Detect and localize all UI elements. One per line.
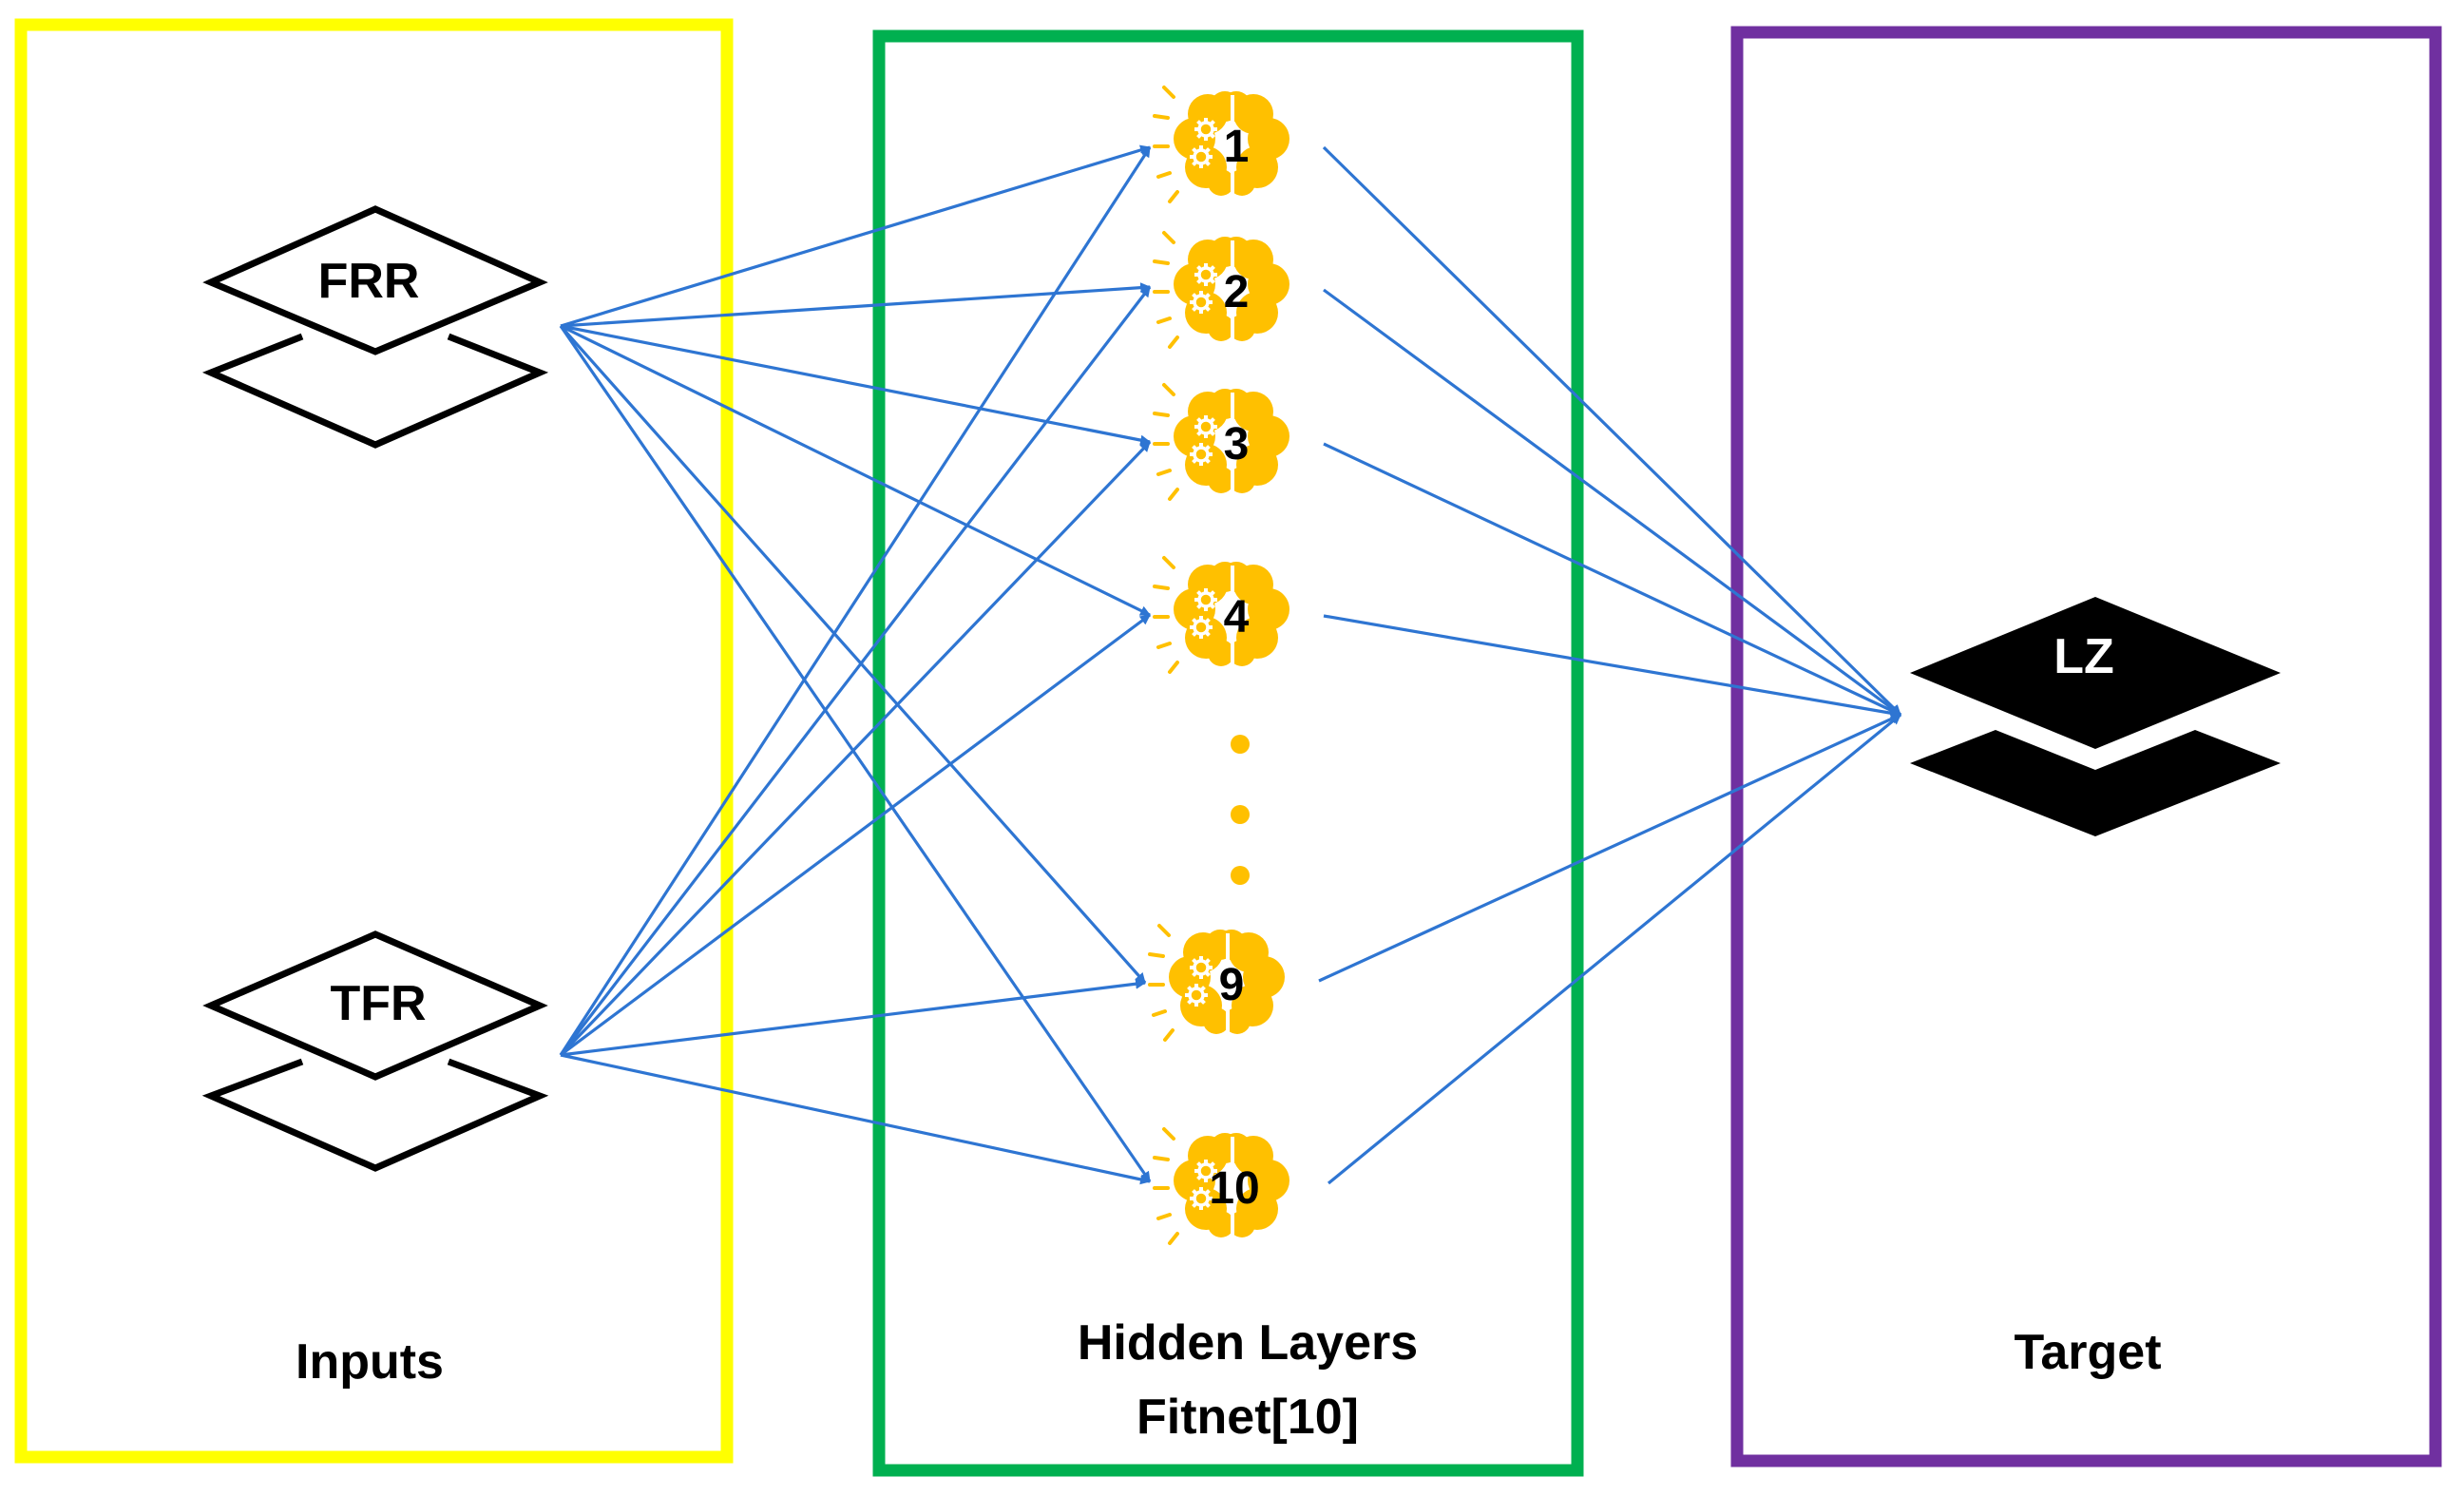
brain-gear-icon (1153, 1127, 1289, 1245)
hidden-node-1[interactable]: 1 (1153, 86, 1289, 203)
connection-n1-to-lz (1322, 145, 1902, 717)
hidden-node-2[interactable]: 2 (1153, 231, 1289, 349)
connection-frr-to-n10 (559, 325, 1152, 1182)
connection-tfr-to-n3 (559, 440, 1152, 1057)
connection-frr-to-n2 (560, 282, 1152, 328)
output-label-lz: LZ (2053, 629, 2114, 684)
hidden-node-3[interactable]: 3 (1153, 383, 1289, 501)
connection-tfr-to-n10 (560, 1053, 1152, 1185)
hidden-node-10[interactable]: 10 (1153, 1127, 1289, 1245)
connection-n9-to-lz (1318, 713, 1902, 983)
hidden-node-label: 2 (1224, 267, 1250, 317)
inputs-label: Inputs (296, 1334, 444, 1390)
connection-n2-to-lz (1323, 288, 1901, 717)
connection-tfr-to-n1 (559, 146, 1152, 1056)
hidden-node-9[interactable]: 9 (1148, 924, 1285, 1042)
brain-gear-icon (1153, 556, 1289, 674)
target-panel (1730, 26, 2442, 1467)
connection-n3-to-lz (1323, 442, 1901, 717)
brain-gear-icon (1148, 924, 1285, 1042)
input-label-tfr: TFR (330, 976, 426, 1031)
layers-filled-icon (1910, 597, 2281, 836)
layers-outline-icon (201, 930, 549, 1172)
hidden-node-label: 4 (1224, 592, 1250, 643)
connection-frr-to-n3 (560, 324, 1152, 446)
hidden-layers-sublabel: Fitnet[10] (1136, 1390, 1359, 1445)
input-label-frr: FRR (318, 254, 420, 309)
brain-gear-icon (1153, 383, 1289, 501)
hidden-node-label: 9 (1219, 960, 1245, 1010)
input-node-frr: FRR (201, 205, 549, 449)
connection-tfr-to-n2 (559, 286, 1152, 1056)
hidden-node-label: 3 (1224, 419, 1250, 470)
hidden-node-label: 1 (1224, 122, 1250, 172)
output-node-lz: LZ (1910, 597, 2281, 836)
layers-outline-icon (201, 205, 549, 449)
hidden-layers-panel (872, 29, 1584, 1477)
connection-frr-to-n9 (559, 324, 1147, 985)
hidden-node-4[interactable]: 4 (1153, 556, 1289, 674)
input-node-tfr: TFR (201, 930, 549, 1172)
connection-n10-to-lz (1327, 713, 1902, 1185)
hidden-layers-label: Hidden Layers (1078, 1315, 1418, 1371)
connection-n4-to-lz (1323, 614, 1902, 719)
ellipsis-dots (1231, 735, 1250, 885)
brain-gear-icon (1153, 231, 1289, 349)
hidden-nodes: 1 2 3 4 9 10 (1148, 86, 1289, 1245)
connection-frr-to-n4 (560, 324, 1151, 617)
connection-tfr-to-n9 (560, 978, 1147, 1057)
brain-gear-icon (1153, 86, 1289, 203)
inputs-panel (14, 18, 734, 1464)
connection-tfr-to-n4 (560, 613, 1151, 1057)
connections (559, 144, 1902, 1185)
target-label: Target (2014, 1325, 2161, 1380)
hidden-node-label: 10 (1209, 1163, 1259, 1214)
connection-frr-to-n1 (560, 144, 1152, 328)
